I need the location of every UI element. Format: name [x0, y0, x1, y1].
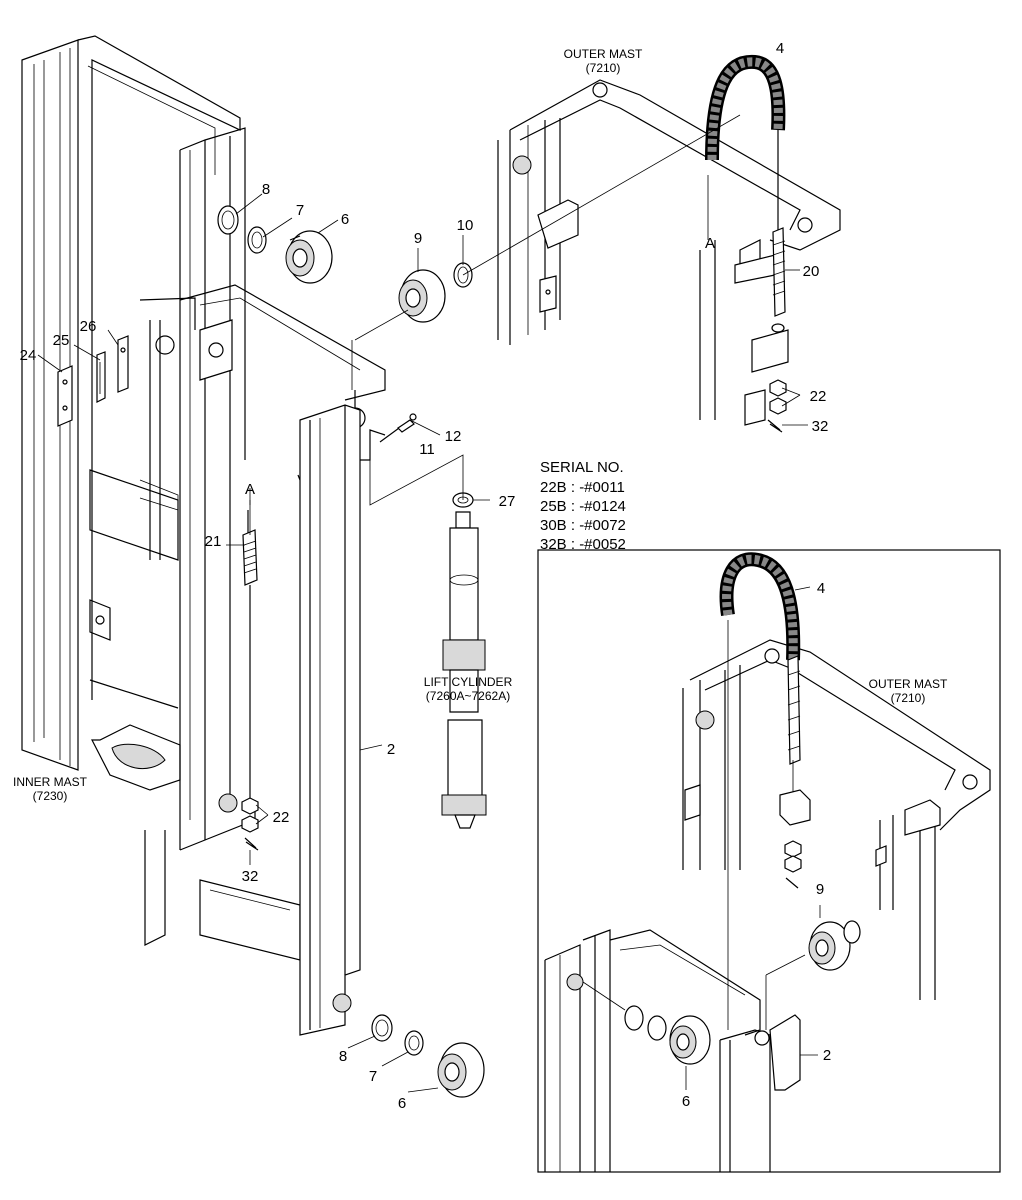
serial-number-block: SERIAL NO. 22B : -#0011 25B : -#0124 30B…	[540, 459, 626, 553]
outer-mast-top-drawing	[497, 79, 841, 426]
callout-2-inset: 2	[823, 1047, 831, 1064]
callout-6-top: 6	[341, 211, 349, 228]
callout-21: 21	[205, 533, 222, 550]
callout-6-bottom: 6	[398, 1095, 406, 1112]
outer-mast-inset-label: OUTER MAST	[869, 677, 948, 691]
outer-mast-inset-code: (7210)	[891, 691, 926, 705]
bearings-upper	[217, 205, 473, 323]
callout-32-left: 32	[242, 868, 259, 885]
assembly-labels: OUTER MAST (7210) OUTER MAST (7210) INNE…	[13, 47, 948, 803]
callout-a-top: A	[705, 235, 715, 252]
serial-line: 30B : -#0072	[540, 517, 626, 534]
callout-8-top: 8	[262, 181, 270, 198]
callout-22-top: 22	[810, 388, 827, 405]
callout-7-top: 7	[296, 202, 304, 219]
callout-8-bottom: 8	[339, 1048, 347, 1065]
callout-25: 25	[53, 332, 70, 349]
callout-4-inset: 4	[817, 580, 825, 597]
callout-9-top: 9	[414, 230, 422, 247]
chain-anchor-21	[241, 510, 259, 851]
callout-22-left: 22	[273, 809, 290, 826]
bolt-parts-11-12	[379, 413, 417, 443]
callout-20: 20	[803, 263, 820, 280]
lift-cylinder-drawing	[441, 492, 487, 829]
callout-a-left: A	[245, 481, 255, 498]
inner-mast-drawing	[21, 35, 301, 961]
outer-mast-top-label: OUTER MAST	[564, 47, 643, 61]
chain-anchor-20	[767, 130, 787, 433]
inset-frame	[537, 549, 1001, 1173]
inset-drawing	[544, 552, 991, 1172]
lift-cylinder-code: (7260A~7262A)	[426, 689, 510, 703]
callout-12: 12	[445, 428, 462, 445]
callout-9-inset: 9	[816, 881, 824, 898]
outer-mast-top-code: (7210)	[586, 61, 621, 75]
serial-title: SERIAL NO.	[540, 459, 624, 476]
chain-part-4-top	[705, 54, 786, 161]
serial-line: 25B : -#0124	[540, 498, 626, 515]
inner-mast-code: (7230)	[33, 789, 68, 803]
bearings-lower	[371, 1014, 485, 1098]
callout-7-bottom: 7	[369, 1068, 377, 1085]
callout-2-main: 2	[387, 741, 395, 758]
part-callouts: 4 A 20 22 32 8 7 6 9 10 26 25 24 12 11 2…	[20, 40, 832, 1112]
serial-line: 22B : -#0011	[540, 479, 625, 496]
callout-24: 24	[20, 347, 37, 364]
bracket-parts-24-25-26	[57, 335, 129, 427]
callout-27: 27	[499, 493, 516, 510]
mast-channel-part-2	[297, 404, 361, 1036]
lift-cylinder-label: LIFT CYLINDER	[424, 675, 513, 689]
callout-4-top: 4	[776, 40, 784, 57]
callout-6-inset: 6	[682, 1093, 690, 1110]
serial-line: 32B : -#0052	[540, 536, 626, 553]
inner-mast-label: INNER MAST	[13, 775, 88, 789]
callout-26: 26	[80, 318, 97, 335]
callout-32-top: 32	[812, 418, 829, 435]
callout-11: 11	[419, 441, 435, 458]
leader-lines	[37, 114, 808, 1093]
callout-10: 10	[457, 217, 474, 234]
